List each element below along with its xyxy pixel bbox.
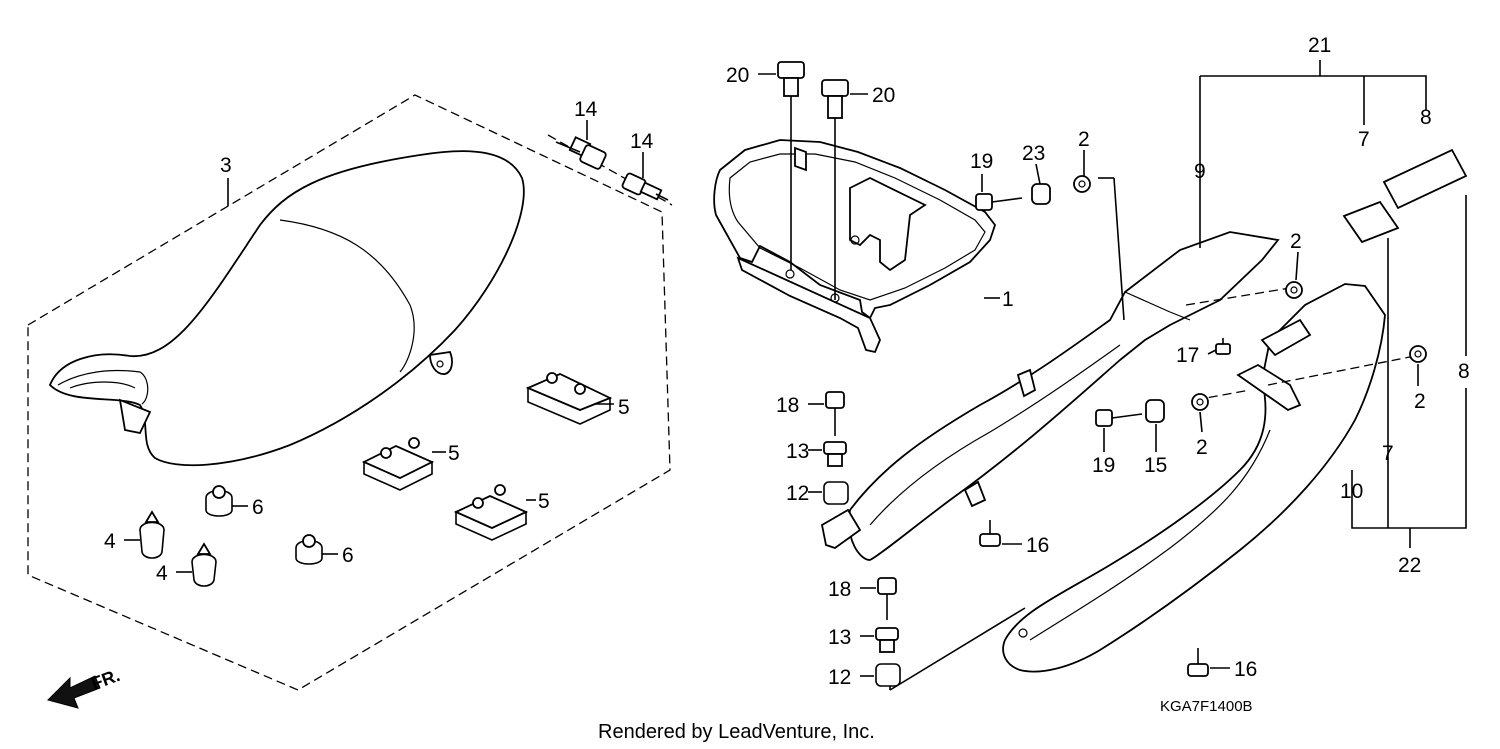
seat[interactable] <box>48 150 525 467</box>
label-part-2-c: 2 <box>1414 390 1426 413</box>
rear-cowl-left[interactable] <box>820 231 1280 561</box>
label-part-20-b: 20 <box>872 84 895 107</box>
label-part-19-b: 19 <box>1092 454 1115 477</box>
label-part-2-a: 2 <box>1078 128 1090 151</box>
seat-bracket[interactable] <box>713 139 997 354</box>
rubber-damper-5-c[interactable] <box>453 484 529 541</box>
label-part-10: 10 <box>1340 480 1363 503</box>
label-part-4-b: 4 <box>156 562 168 585</box>
bolt-19-a[interactable] <box>975 193 1023 211</box>
label-part-15: 15 <box>1144 454 1167 477</box>
label-part-13-b: 13 <box>828 626 851 649</box>
collar-13-a[interactable] <box>823 441 847 467</box>
collar-23[interactable] <box>1031 183 1051 205</box>
nut-2-a[interactable] <box>1073 175 1091 193</box>
collar-13-b[interactable] <box>875 627 899 653</box>
credit-text: Rendered by LeadVenture, Inc. <box>598 721 875 743</box>
label-part-18-a: 18 <box>776 394 799 417</box>
screw-16-a[interactable] <box>979 520 1001 547</box>
label-part-5-b: 5 <box>448 442 460 465</box>
front-direction-label: FR. <box>89 665 123 694</box>
label-part-16-b: 16 <box>1234 658 1257 681</box>
cushion-4-a[interactable] <box>139 510 165 559</box>
label-part-22: 22 <box>1398 554 1421 577</box>
label-part-21: 21 <box>1308 34 1331 57</box>
label-part-6-a: 6 <box>252 496 264 519</box>
label-part-2-b: 2 <box>1290 230 1302 253</box>
bolt-14-a[interactable] <box>555 136 607 170</box>
front-direction-arrow <box>47 675 101 709</box>
bolt-18-b[interactable] <box>877 577 897 620</box>
bolt-19-b[interactable] <box>1095 409 1143 427</box>
label-part-8-a: 8 <box>1420 106 1432 129</box>
label-part-7-a: 7 <box>1358 128 1370 151</box>
label-part-13-a: 13 <box>786 440 809 463</box>
bolt-18-a[interactable] <box>825 391 845 436</box>
pad-7[interactable] <box>1342 200 1400 244</box>
label-part-12-b: 12 <box>828 666 851 689</box>
nut-2-c[interactable] <box>1409 345 1427 363</box>
label-part-20-a: 20 <box>726 64 749 87</box>
collar-15[interactable] <box>1145 399 1165 423</box>
rear-cowl-right[interactable] <box>1002 283 1386 673</box>
label-part-1: 1 <box>1002 288 1014 311</box>
nut-2-b[interactable] <box>1285 281 1303 299</box>
rubber-damper-5-b[interactable] <box>361 437 435 491</box>
leader-lines <box>889 60 1467 691</box>
label-part-3: 3 <box>220 154 232 177</box>
grommet-12-a[interactable] <box>823 481 849 505</box>
label-part-4-a: 4 <box>104 530 116 553</box>
label-part-6-b: 6 <box>342 544 354 567</box>
label-part-5-a: 5 <box>618 396 630 419</box>
cushion-6-b[interactable] <box>295 534 323 565</box>
pad-8[interactable] <box>1382 148 1468 210</box>
cushion-4-b[interactable] <box>191 542 217 587</box>
label-part-8-b: 8 <box>1458 360 1470 383</box>
label-leader-ticks <box>124 73 1419 677</box>
clip-17[interactable] <box>1215 338 1231 355</box>
screw-16-b[interactable] <box>1187 648 1209 677</box>
label-part-14-b: 14 <box>630 130 654 153</box>
bolt-20-b[interactable] <box>821 79 849 300</box>
nut-2-d[interactable] <box>1191 393 1209 411</box>
label-part-19-a: 19 <box>970 150 993 173</box>
label-part-9: 9 <box>1194 160 1206 183</box>
bolt-14-b[interactable] <box>621 172 669 201</box>
label-part-16-a: 16 <box>1026 534 1049 557</box>
label-part-2-d: 2 <box>1196 436 1208 459</box>
grommet-12-b[interactable] <box>875 663 901 687</box>
label-part-17: 17 <box>1176 344 1199 367</box>
label-part-12-a: 12 <box>786 482 809 505</box>
label-part-14-a: 14 <box>574 98 598 121</box>
part-number-labels: 1 2 2 2 2 3 4 4 5 5 5 6 6 7 7 8 8 9 10 1… <box>104 34 1470 689</box>
diagram-code: KGA7F1400B <box>1160 698 1253 715</box>
label-part-18-b: 18 <box>828 578 851 601</box>
cushion-6-a[interactable] <box>205 485 233 517</box>
rubber-damper-5-a[interactable] <box>525 372 613 425</box>
bolt-20-a[interactable] <box>777 61 805 270</box>
label-part-23: 23 <box>1022 142 1045 165</box>
label-part-5-c: 5 <box>538 490 550 513</box>
label-part-7-b: 7 <box>1382 442 1394 465</box>
